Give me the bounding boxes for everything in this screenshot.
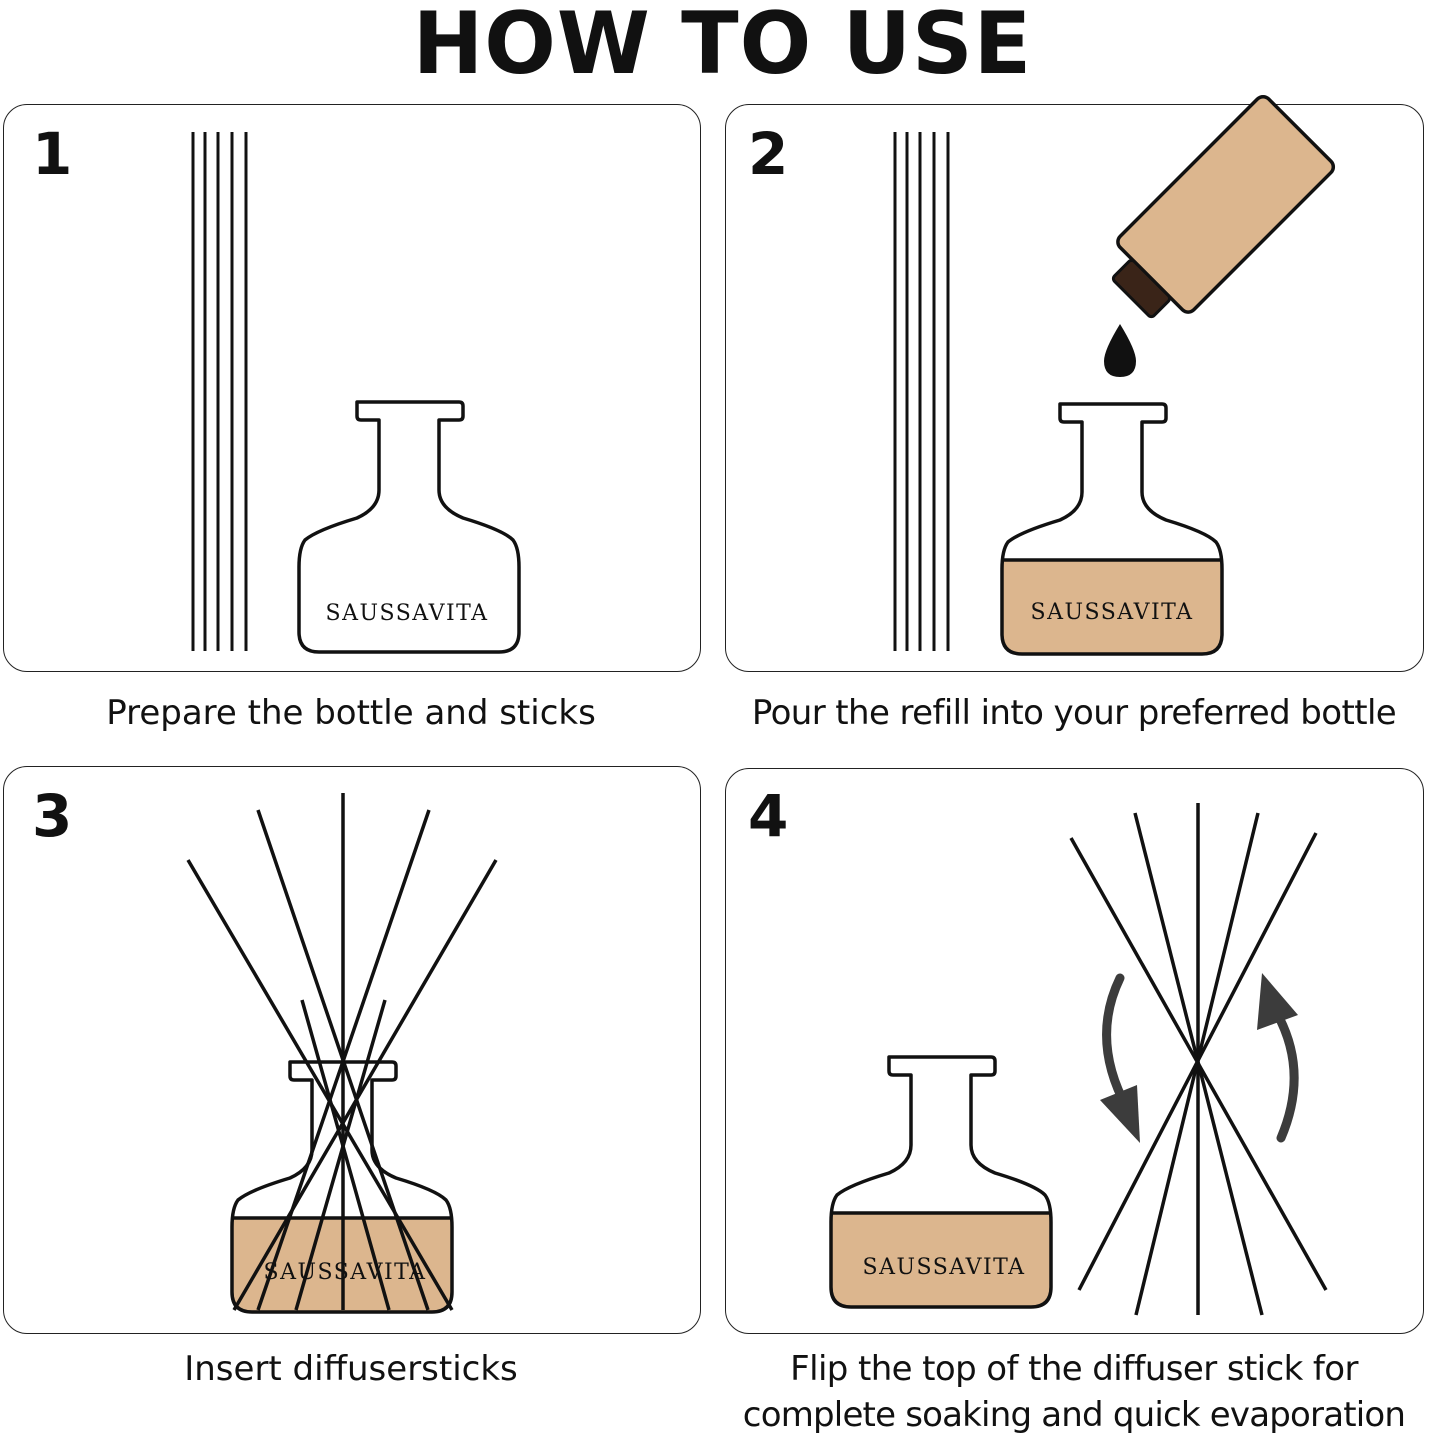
bottle-brand-label-2: SAUSSAVITA	[1031, 600, 1194, 625]
page-title: HOW TO USE	[412, 0, 1033, 94]
drop-icon	[1104, 324, 1136, 377]
bottle-brand-label-3: SAUSSAVITA	[264, 1260, 427, 1285]
step-number-3: 3	[32, 782, 73, 850]
reed-sticks-icon	[191, 132, 248, 651]
step-number-1: 1	[32, 120, 73, 188]
refill-bottle-icon	[1111, 94, 1336, 319]
diffuser-bottle-icon: SAUSSAVITA	[1000, 402, 1224, 656]
flip-arrow-down-icon	[1100, 973, 1140, 1143]
reed-sticks-icon	[893, 132, 950, 651]
step-caption-4-line2: complete soaking and quick evaporation	[742, 1395, 1406, 1435]
diffuser-bottle-icon: SAUSSAVITA	[829, 1055, 1053, 1309]
flip-arrow-up-icon	[1257, 973, 1299, 1143]
step-number-2: 2	[748, 120, 789, 188]
bottle-brand-label-1: SAUSSAVITA	[326, 601, 489, 626]
step-panel-1	[3, 104, 701, 672]
reed-sticks-icon	[1069, 803, 1328, 1316]
bottle-brand-label-4: SAUSSAVITA	[863, 1255, 1026, 1280]
step-caption-1: Prepare the bottle and sticks	[106, 693, 596, 733]
step-caption-4-line1: Flip the top of the diffuser stick for	[790, 1349, 1358, 1389]
step-number-4: 4	[748, 782, 789, 850]
step-caption-2: Pour the refill into your preferred bott…	[751, 693, 1397, 733]
step-caption-3: Insert diffusersticks	[184, 1349, 518, 1389]
reed-sticks-icon	[186, 793, 498, 1311]
diffuser-bottle-icon: SAUSSAVITA	[297, 400, 521, 654]
